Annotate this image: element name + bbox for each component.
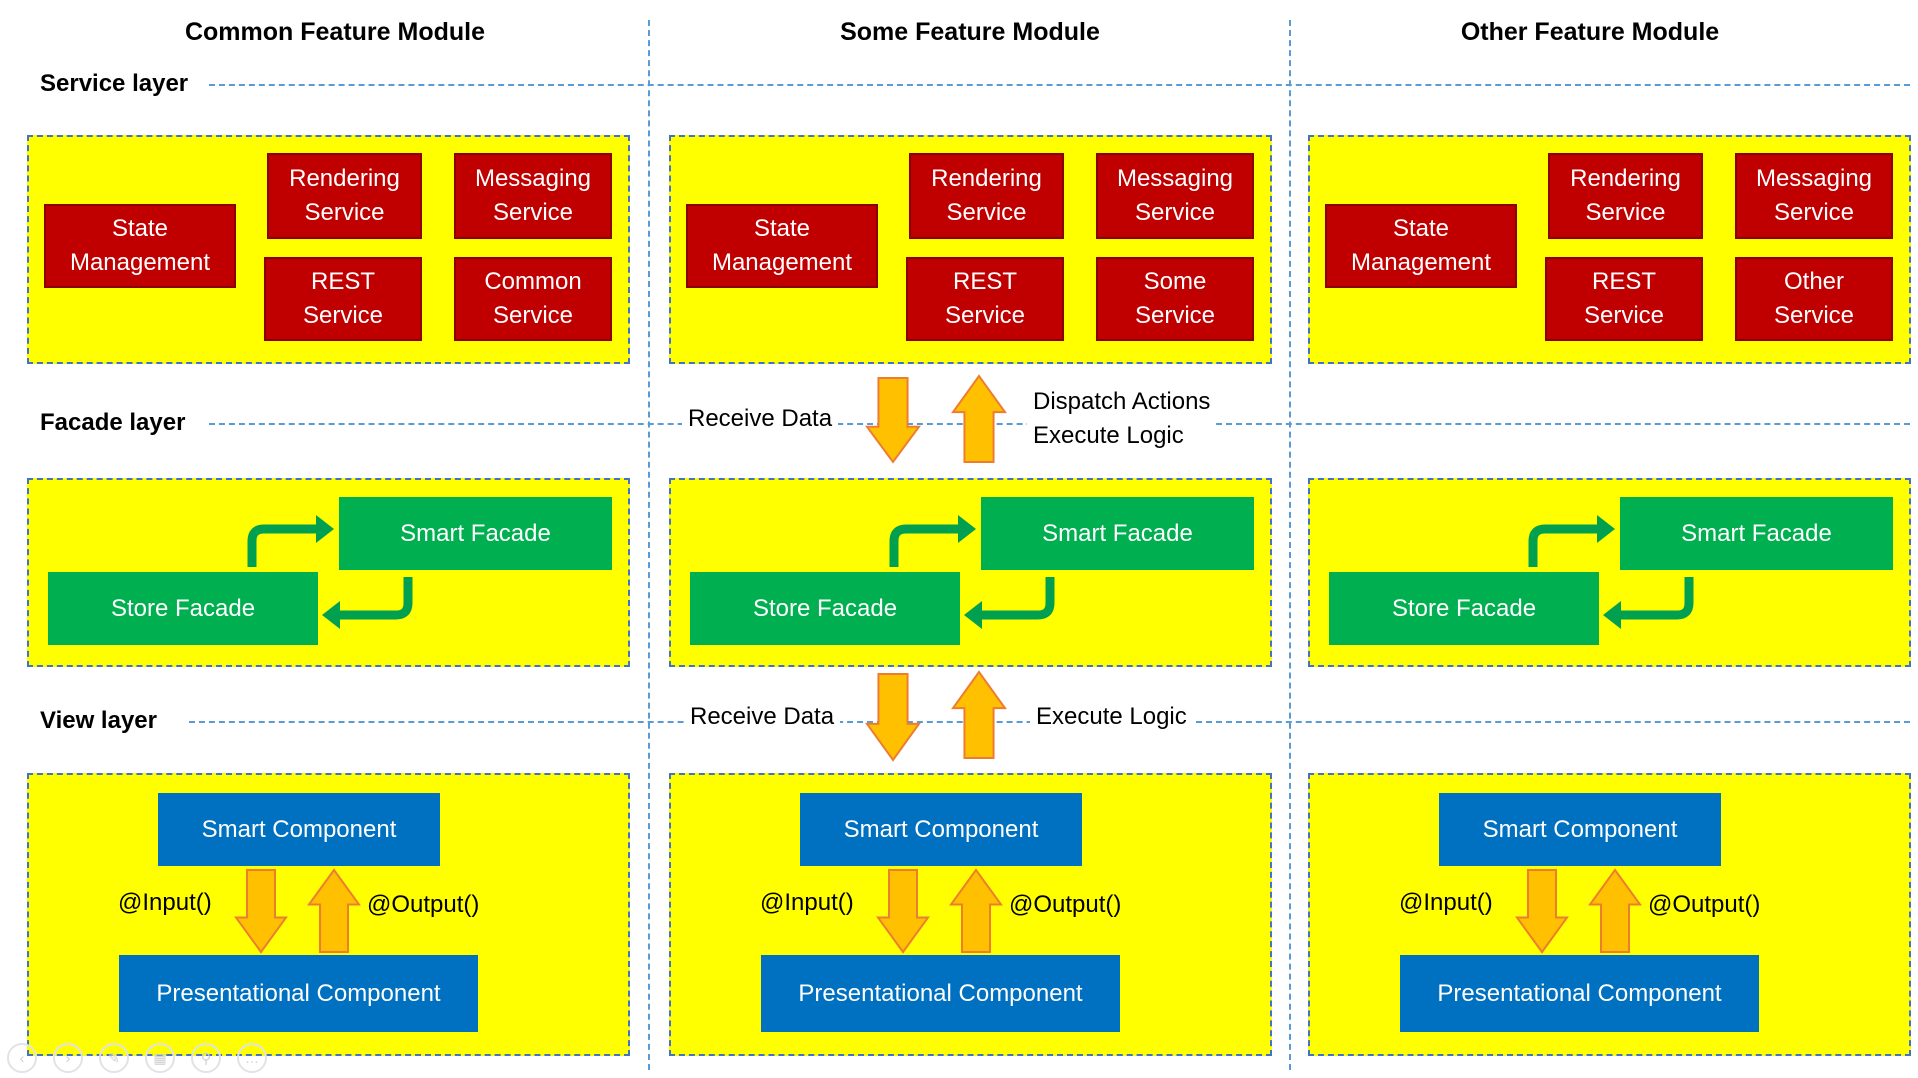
- pen-icon[interactable]: ✎: [99, 1043, 129, 1073]
- smart-facade-box: Smart Facade: [981, 497, 1254, 570]
- facade-cycle-arrows: [1528, 515, 1694, 629]
- smart-facade-box: Smart Facade: [339, 497, 612, 570]
- store-facade-box: Store Facade: [690, 572, 960, 645]
- column-divider: [648, 20, 650, 1070]
- service-layer-label: Service layer: [40, 67, 193, 101]
- output-label: @Output(): [1648, 891, 1761, 918]
- smart-component-box: Smart Component: [158, 793, 440, 866]
- output-label: @Output(): [367, 891, 480, 918]
- presentational-component-box: Presentational Component: [761, 955, 1120, 1032]
- next-slide-icon[interactable]: ›: [53, 1043, 83, 1073]
- previous-slide-icon[interactable]: ‹: [7, 1043, 37, 1073]
- more-icon[interactable]: …: [237, 1043, 267, 1073]
- receive-data-arrow: [865, 377, 921, 464]
- input-label: @Input(): [760, 889, 854, 916]
- input-arrow: [876, 869, 930, 954]
- zoom-icon[interactable]: ⚲: [191, 1043, 221, 1073]
- execute-logic-label: Execute Logic: [1030, 700, 1193, 734]
- view-layer-label: View layer: [40, 704, 161, 738]
- smart-component-box: Smart Component: [1439, 793, 1721, 866]
- column-title: Common Feature Module: [184, 18, 485, 46]
- input-label: @Input(): [1399, 889, 1493, 916]
- output-arrow: [949, 868, 1003, 953]
- smart-component-box: Smart Component: [800, 793, 1082, 866]
- slides-grid-icon[interactable]: ▦: [145, 1043, 175, 1073]
- layer-divider: [209, 84, 1910, 86]
- smart-facade-box: Smart Facade: [1620, 497, 1893, 570]
- store-facade-box: Store Facade: [1329, 572, 1599, 645]
- input-label: @Input(): [118, 889, 212, 916]
- output-label: @Output(): [1009, 891, 1122, 918]
- presentational-component-box: Presentational Component: [119, 955, 478, 1032]
- facade-cycle-arrows: [889, 515, 1055, 629]
- output-arrow: [1588, 868, 1642, 953]
- output-arrow: [307, 868, 361, 953]
- input-arrow: [234, 869, 288, 954]
- store-facade-box: Store Facade: [48, 572, 318, 645]
- column-divider: [1289, 20, 1291, 1070]
- dispatch-actions-arrow: [951, 374, 1007, 463]
- facade-cycle-arrows: [247, 515, 413, 629]
- input-arrow: [1515, 869, 1569, 954]
- facade-receive-data-label: Receive Data: [682, 402, 839, 436]
- view-receive-data-arrow: [865, 673, 921, 762]
- column-title: Other Feature Module: [1460, 18, 1720, 46]
- column-title: Some Feature Module: [840, 18, 1100, 46]
- presentational-component-box: Presentational Component: [1400, 955, 1759, 1032]
- view-execute-logic-arrow: [951, 670, 1007, 759]
- facade-layer-label: Facade layer: [40, 406, 190, 440]
- view-receive-data-label: Receive Data: [684, 700, 841, 734]
